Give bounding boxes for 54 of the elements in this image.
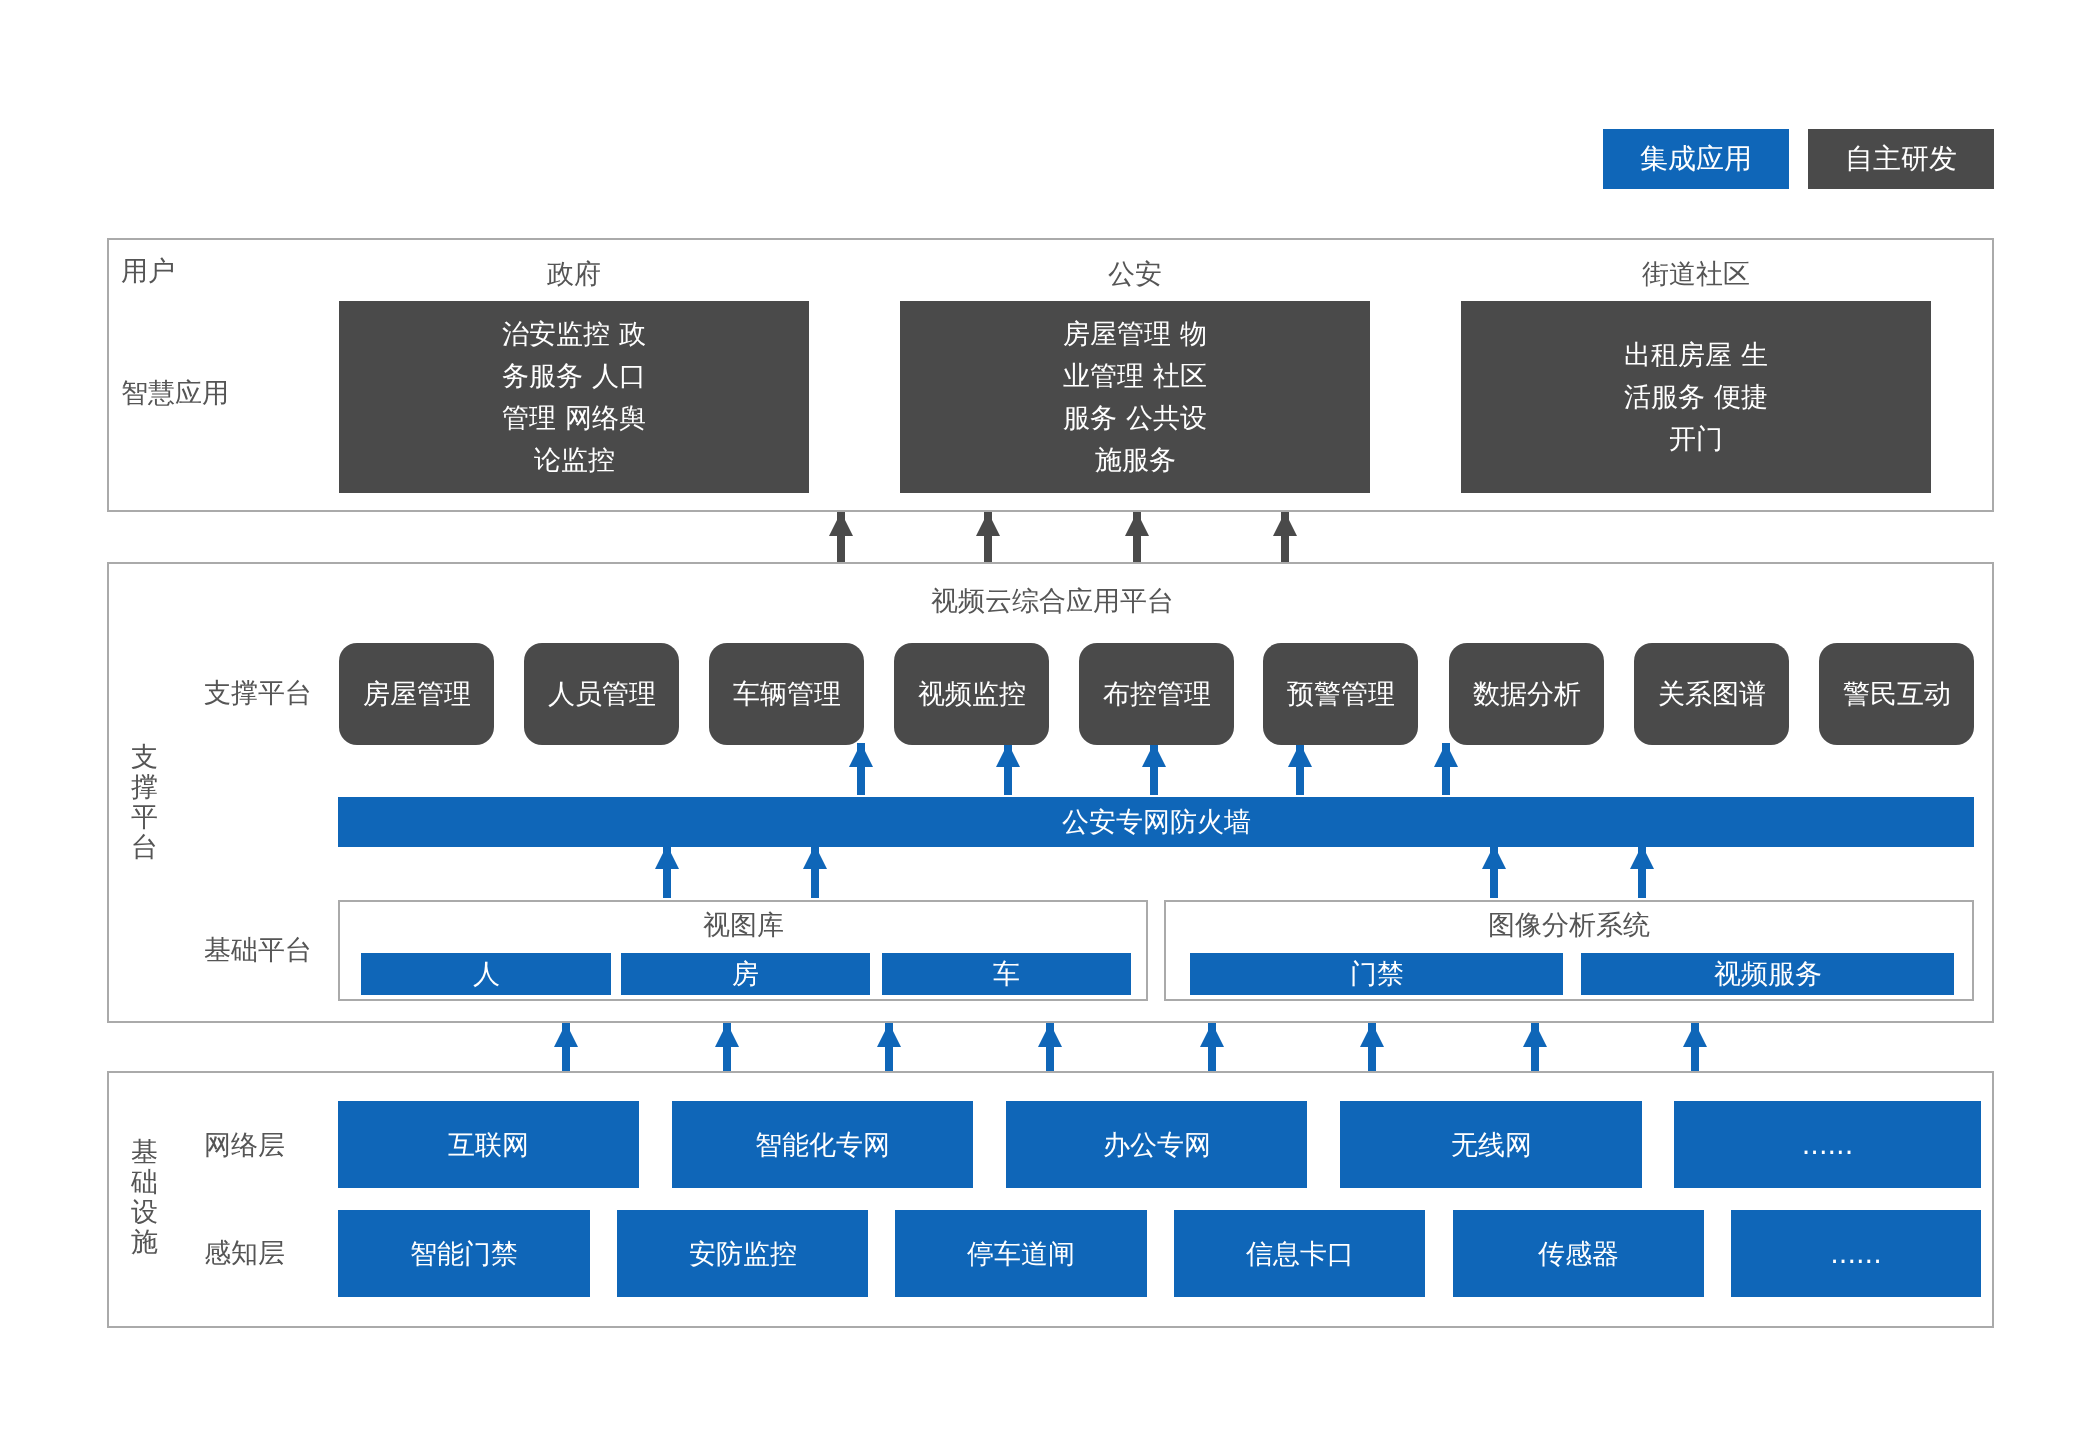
module-box: 布控管理	[1079, 643, 1234, 745]
module-box: 车辆管理	[709, 643, 864, 745]
application-panel: 出租房屋 生活服务 便捷开门	[1461, 301, 1931, 493]
application-panel: 房屋管理 物业管理 社区服务 公共设施服务	[900, 301, 1370, 493]
component-box: 智能门禁	[338, 1210, 590, 1297]
legend-swatch: 自主研发	[1808, 129, 1994, 189]
component-box: 智能化专网	[672, 1101, 973, 1188]
group-heading: 政府	[546, 257, 602, 291]
legend-swatch: 集成应用	[1603, 129, 1789, 189]
component-box: 信息卡口	[1174, 1210, 1425, 1297]
system-frame	[338, 900, 1148, 1001]
group-heading: 公安	[1107, 257, 1163, 291]
system-title: 视图库	[701, 908, 785, 942]
row-label: 支撑平台	[204, 676, 312, 710]
system-title: 图像分析系统	[1487, 908, 1651, 942]
layer-frame	[107, 562, 1994, 1023]
arrow	[1142, 743, 1166, 795]
row-label: 基础平台	[204, 933, 312, 967]
vertical-layer-title: 支撑平台	[129, 742, 159, 862]
module-box: 数据分析	[1449, 643, 1604, 745]
system-frame	[1164, 900, 1974, 1001]
module-box: 视频监控	[894, 643, 1049, 745]
component-box: ......	[1674, 1101, 1981, 1188]
component-box: 房	[621, 953, 870, 995]
firewall-bar: 公安专网防火墙	[338, 797, 1974, 847]
vertical-layer-title: 基础设施	[129, 1137, 159, 1257]
group-heading: 街道社区	[1641, 257, 1751, 291]
module-box: 人员管理	[524, 643, 679, 745]
component-box: 无线网	[1340, 1101, 1642, 1188]
application-panel: 治安监控 政务服务 人口管理 网络舆论监控	[339, 301, 809, 493]
row-label: 网络层	[204, 1128, 285, 1162]
arrow	[996, 743, 1020, 795]
layer-frame	[107, 238, 1994, 512]
module-box: 房屋管理	[339, 643, 494, 745]
component-box: 人	[361, 953, 611, 995]
component-box: 传感器	[1453, 1210, 1704, 1297]
arrow	[1288, 743, 1312, 795]
module-box: 警民互动	[1819, 643, 1974, 745]
row-label: 感知层	[204, 1236, 285, 1270]
layer-frame	[107, 1071, 1994, 1328]
arrow	[849, 743, 873, 795]
module-box: 关系图谱	[1634, 643, 1789, 745]
component-box: 门禁	[1190, 953, 1563, 995]
module-box: 预警管理	[1263, 643, 1418, 745]
platform-title: 视频云综合应用平台	[930, 584, 1175, 618]
layer-label: 智慧应用	[121, 376, 229, 410]
component-box: 安防监控	[617, 1210, 868, 1297]
component-box: 办公专网	[1006, 1101, 1307, 1188]
component-box: 互联网	[338, 1101, 639, 1188]
layer-label: 用户	[121, 254, 175, 288]
component-box: ......	[1731, 1210, 1981, 1297]
component-box: 车	[882, 953, 1131, 995]
component-box: 停车道闸	[895, 1210, 1147, 1297]
component-box: 视频服务	[1581, 953, 1954, 995]
